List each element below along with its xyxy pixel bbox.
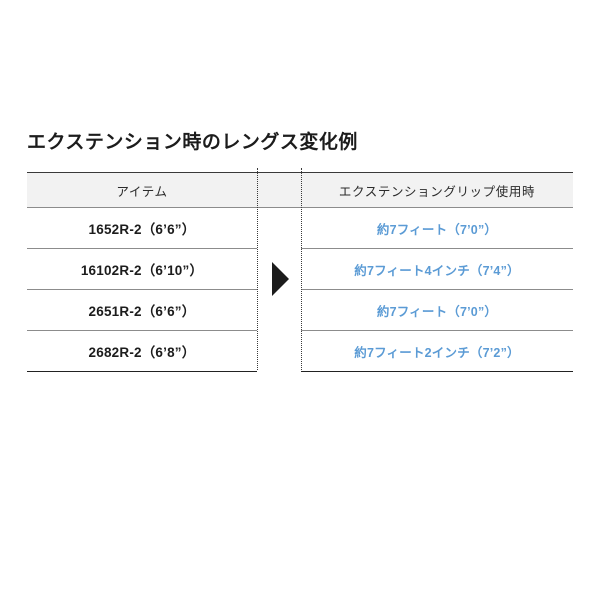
cell-item-model: 16102R-2（6’10”） [27,248,257,290]
right-triangle-arrow-icon [272,262,289,296]
length-change-table: アイテム エクステンショングリップ使用時 1652R-2（6’6”） 約7フィー… [27,172,573,372]
cell-extended-length: 約7フィート（7’0”） [301,289,573,331]
table-row: 16102R-2（6’10”） 約7フィート4インチ（7’4”） [27,248,573,290]
cell-item-model: 2682R-2（6’8”） [27,330,257,372]
cell-item-model: 2651R-2（6’6”） [27,289,257,331]
cell-item-model: 1652R-2（6’6”） [27,207,257,249]
page-title: エクステンション時のレングス変化例 [27,132,358,153]
cell-spacer [257,208,301,249]
column-header-item: アイテム [27,172,257,208]
dotted-divider-right [301,168,302,370]
cell-extended-length: 約7フィート2インチ（7’2”） [301,330,573,372]
cell-extended-length: 約7フィート（7’0”） [301,207,573,249]
length-change-table-wrapper: アイテム エクステンショングリップ使用時 1652R-2（6’6”） 約7フィー… [27,168,573,372]
table-row: 2651R-2（6’6”） 約7フィート（7’0”） [27,289,573,331]
table-row: 1652R-2（6’6”） 約7フィート（7’0”） [27,207,573,249]
column-header-extension-grip: エクステンショングリップ使用時 [301,172,573,208]
cell-spacer [257,331,301,372]
table-header-row: アイテム エクステンショングリップ使用時 [27,172,573,208]
column-header-spacer [257,172,301,208]
table-row: 2682R-2（6’8”） 約7フィート2インチ（7’2”） [27,330,573,372]
dotted-divider-left [257,168,258,370]
cell-extended-length: 約7フィート4インチ（7’4”） [301,248,573,290]
